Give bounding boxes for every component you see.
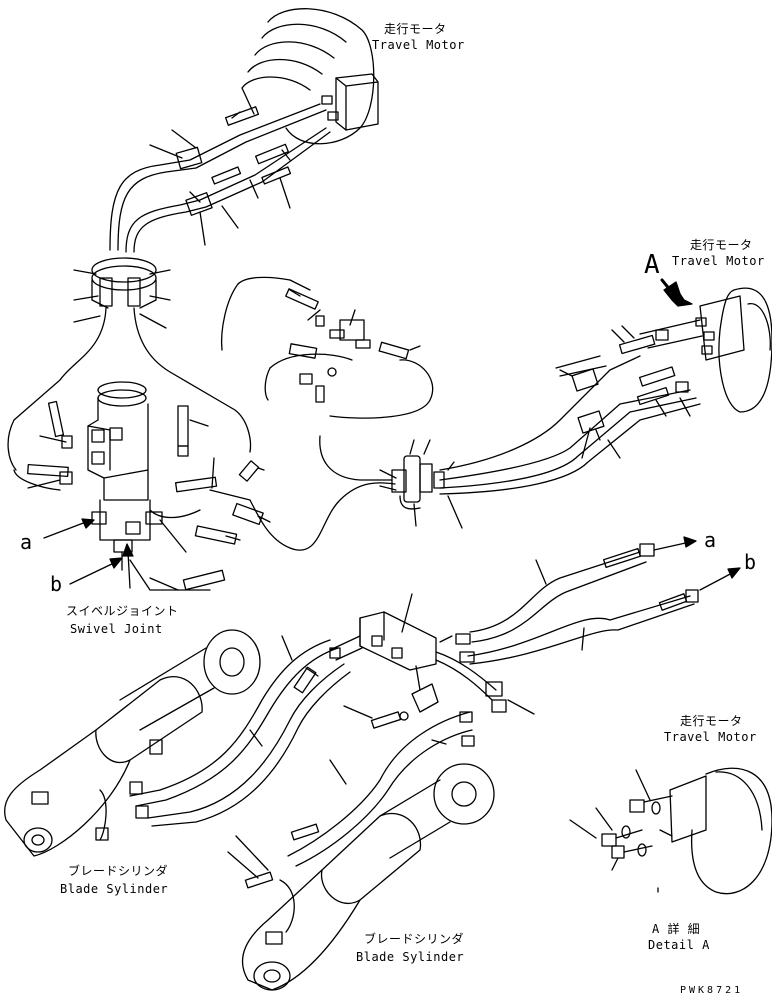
blade-cylinder-right-jp: ブレードシリンダ	[364, 932, 465, 946]
swivel-joint	[87, 381, 163, 571]
hoses-cylinder-left	[129, 635, 351, 827]
travel-motor-right	[555, 287, 772, 459]
hoses-top	[109, 87, 331, 253]
marker-a-left: a	[20, 530, 33, 554]
detail-a-title-jp: A 詳 細	[652, 922, 701, 936]
travel-motor-top-en: Travel Motor	[372, 38, 465, 52]
arrows-left	[43, 518, 134, 589]
marker-b-left: b	[50, 572, 63, 596]
swivel-fittings	[27, 400, 271, 591]
hoses-right	[455, 543, 699, 665]
arrows-right	[653, 536, 741, 591]
bulkhead-plate	[379, 355, 701, 529]
detail-a-arrow	[660, 278, 693, 307]
valve-block	[329, 593, 535, 747]
detail-marker: A	[644, 250, 661, 280]
travel-motor-right-en: Travel Motor	[672, 254, 765, 268]
swivel-joint-en: Swivel Joint	[70, 622, 163, 636]
blade-cylinder-right-en: Blade Sylinder	[356, 950, 465, 964]
swivel-joint-jp: スイベルジョイント	[66, 604, 179, 618]
blade-cylinder-left-jp: ブレードシリンダ	[68, 864, 169, 878]
marker-a-right: a	[704, 528, 717, 552]
travel-motor-detail-jp: 走行モータ	[680, 714, 743, 728]
detail-a-motor	[569, 767, 772, 895]
detail-a-title-en: Detail A	[648, 938, 710, 952]
middle-harness	[13, 276, 434, 551]
blade-cylinder-right	[227, 711, 495, 991]
marker-b-right: b	[744, 550, 757, 574]
drawing-code: PWK8721	[680, 985, 744, 996]
travel-motor-detail-en: Travel Motor	[664, 730, 757, 744]
blade-cylinder-left-en: Blade Sylinder	[60, 882, 169, 896]
hose-collar	[7, 257, 252, 471]
blade-cylinder-left	[4, 629, 261, 857]
travel-motor-top-jp: 走行モータ	[384, 22, 447, 36]
travel-motor-top	[241, 8, 379, 145]
travel-motor-right-jp: 走行モータ	[690, 238, 753, 252]
